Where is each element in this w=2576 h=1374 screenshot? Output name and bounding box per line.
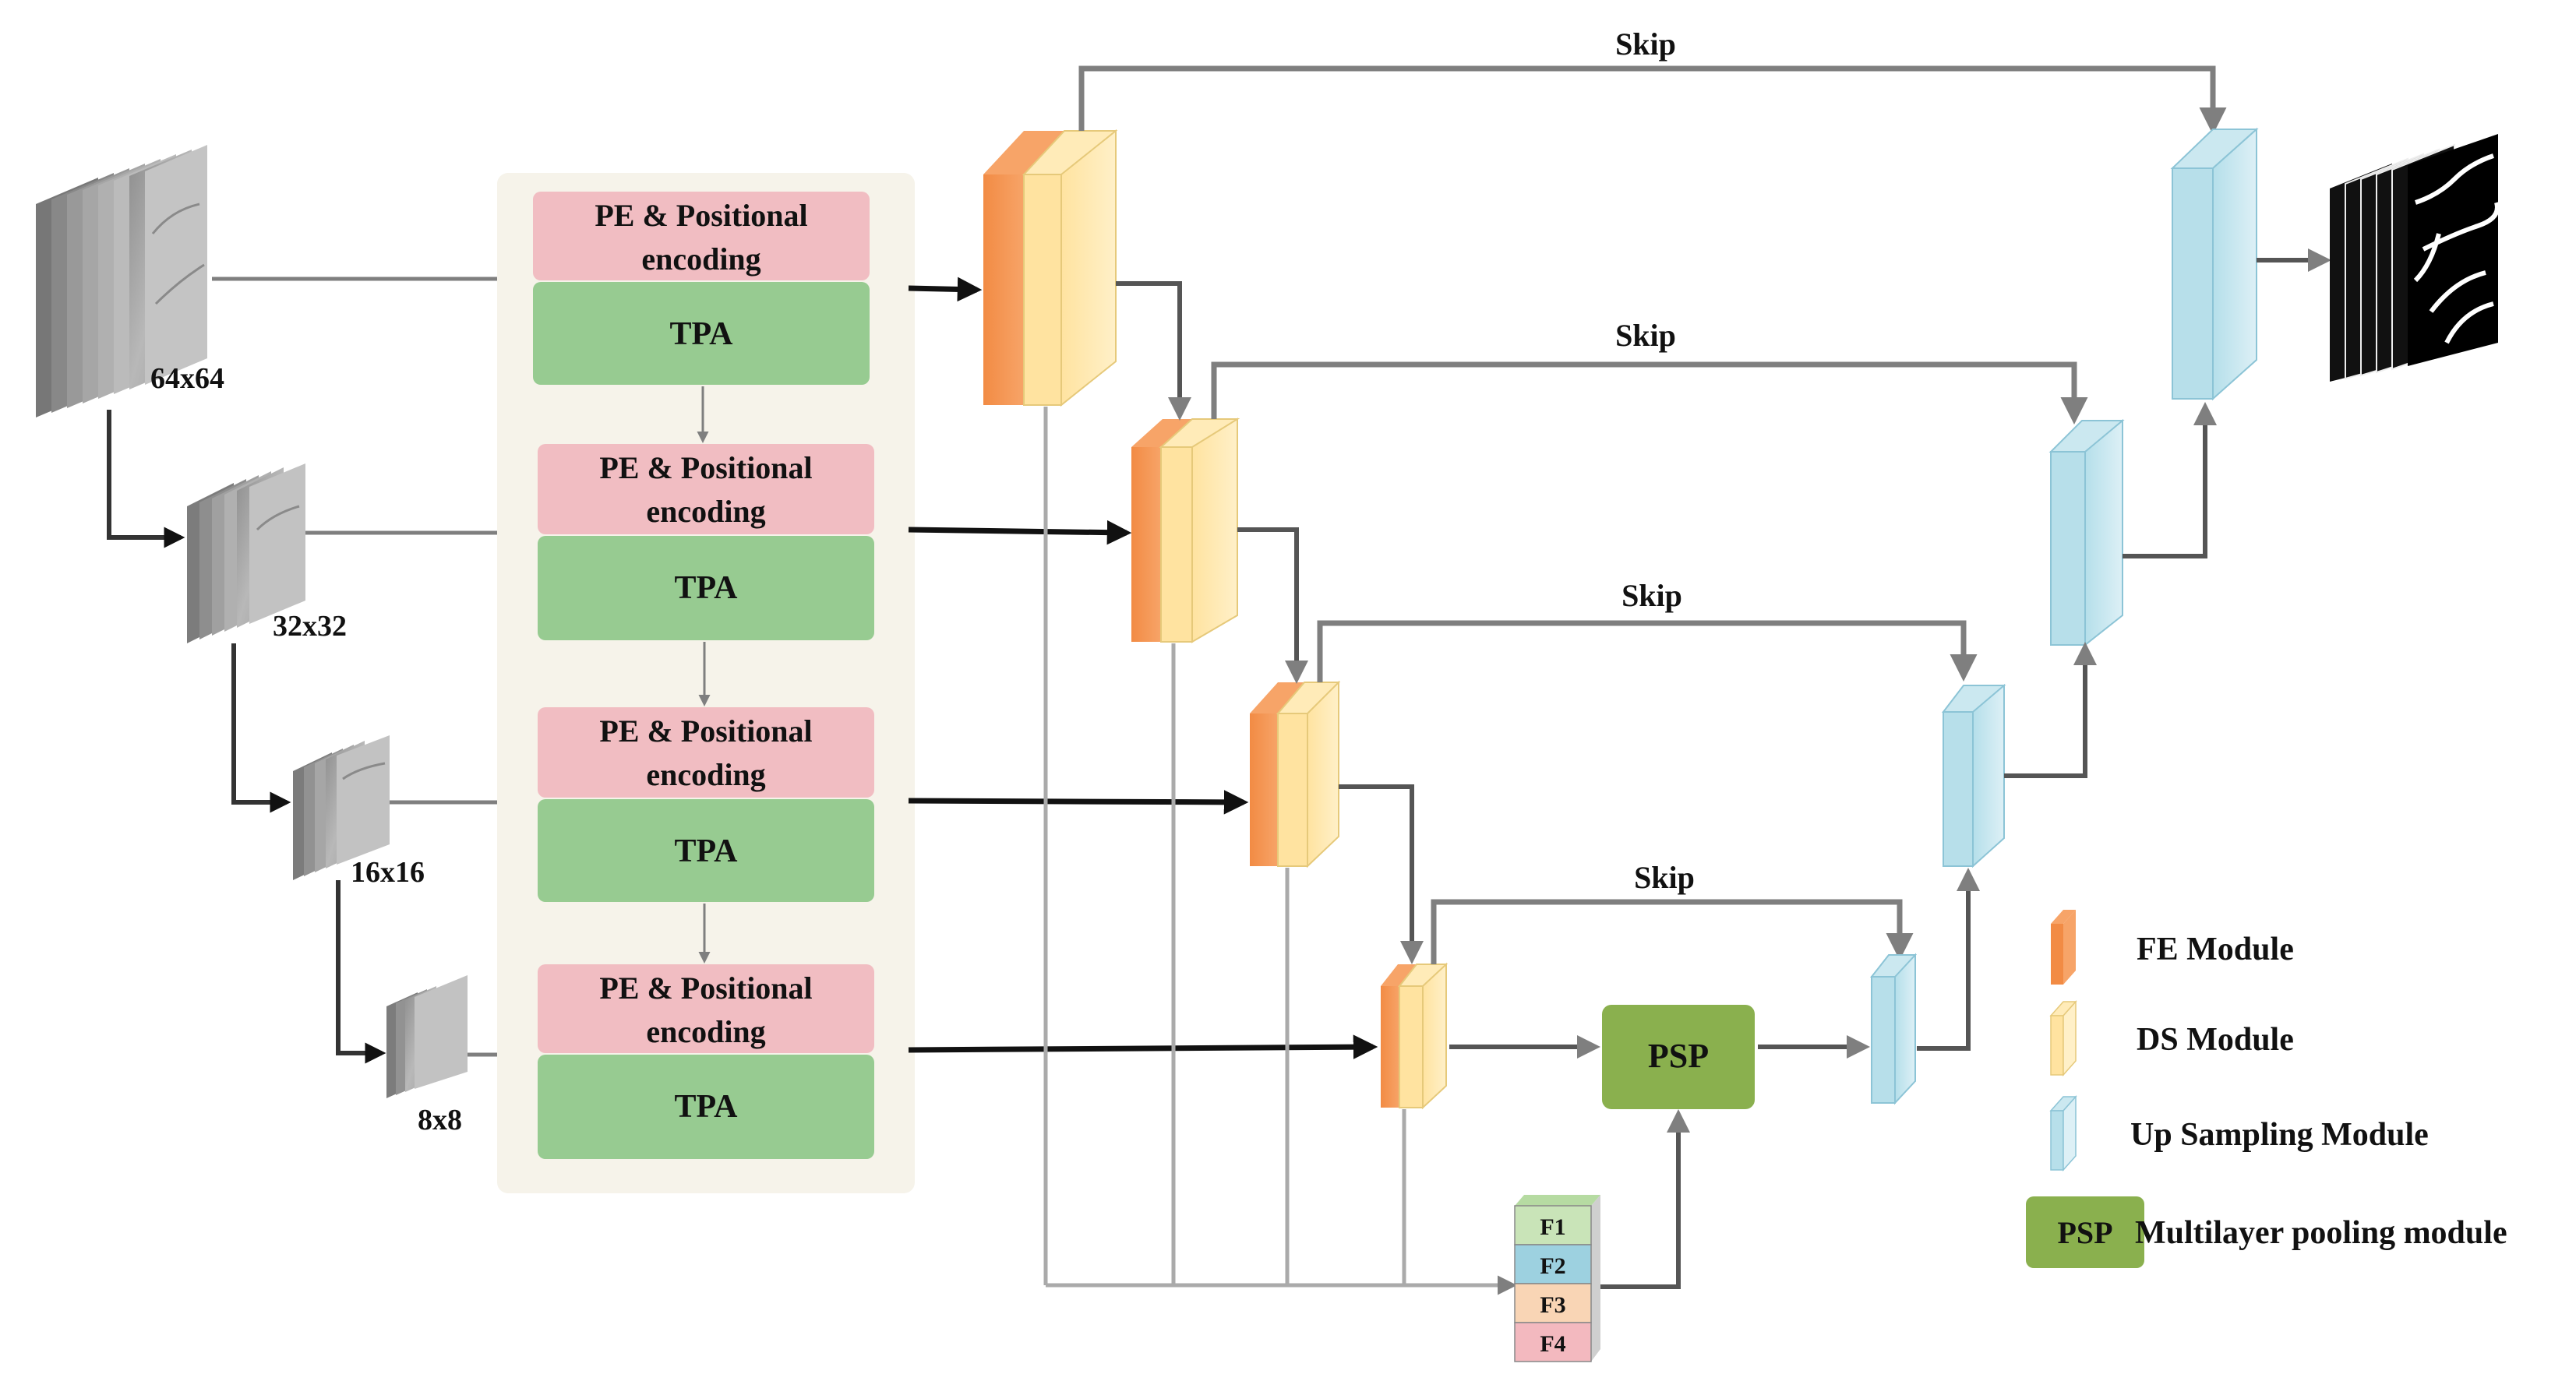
input-size-label-32: 32x32 xyxy=(273,610,347,643)
tpa-label: TPA xyxy=(675,833,739,869)
legend-ds-label: DS Module xyxy=(2137,1022,2294,1058)
psp-box xyxy=(1602,1005,1755,1109)
pe-box xyxy=(538,707,874,798)
tpa-box xyxy=(538,1055,874,1159)
upsampling-block-4 xyxy=(1869,953,1918,1105)
fe-ds-block-4 xyxy=(1381,962,1449,1110)
tpa-box xyxy=(538,799,874,902)
skip-label-1: Skip xyxy=(1615,26,1676,62)
legend-psp: PSP Multilayer pooling module xyxy=(2026,1196,2507,1268)
input-to-encoder-arrows xyxy=(212,269,534,1065)
upsampling-block-1 xyxy=(2170,127,2259,401)
feature-f2-label: F2 xyxy=(1540,1253,1565,1279)
input-size-label-16: 16x16 xyxy=(351,856,425,889)
legend-psp-label: Multilayer pooling module xyxy=(2135,1215,2507,1251)
pe-label-line2: encoding xyxy=(646,494,765,529)
feature-f4 xyxy=(1514,1322,1592,1362)
legend-psp-symbol: PSP xyxy=(2057,1215,2112,1250)
tpa-box xyxy=(538,536,874,640)
skip-label-4: Skip xyxy=(1634,860,1695,895)
input-stack-16 xyxy=(293,735,390,880)
feature-f3-label: F3 xyxy=(1540,1292,1565,1318)
input-downsample-arrows xyxy=(107,410,386,1064)
encoder-block-3: PE & Positional encoding TPA xyxy=(538,707,874,902)
fe-ds-block-3 xyxy=(1250,680,1341,868)
pe-label-line2: encoding xyxy=(641,241,760,277)
legend: FE Module DS Module Up Sampling Module P… xyxy=(2026,910,2507,1268)
pe-label-line1: PE & Positional xyxy=(599,450,812,485)
input-size-label-64: 64x64 xyxy=(150,362,224,395)
input-stack-8 xyxy=(386,975,468,1098)
input-stack-32 xyxy=(187,463,305,643)
upsampling-block-2 xyxy=(2048,418,2125,647)
tpa-label: TPA xyxy=(675,570,739,606)
legend-upsampling: Up Sampling Module xyxy=(2049,1095,2429,1171)
feature-f4-label: F4 xyxy=(1540,1331,1565,1357)
legend-ds: DS Module xyxy=(2049,1000,2294,1076)
pe-label-line1: PE & Positional xyxy=(599,713,812,749)
encoder-inner-arrows xyxy=(697,386,711,964)
tpa-label: TPA xyxy=(670,316,734,352)
feature-collector-lines xyxy=(1043,407,1517,1295)
tpa-label: TPA xyxy=(675,1089,739,1125)
encoder-panel xyxy=(497,173,915,1193)
skip-label-2: Skip xyxy=(1615,318,1676,353)
upsampling-block-3 xyxy=(1941,683,2006,868)
feature-f1-label: F1 xyxy=(1540,1214,1565,1240)
encoder-to-module-arrows xyxy=(908,277,1378,1059)
pe-label-line1: PE & Positional xyxy=(599,971,812,1006)
psp-label: PSP xyxy=(1648,1037,1709,1075)
fe-ds-block-1 xyxy=(983,129,1118,407)
pe-box xyxy=(538,964,874,1053)
pe-label-line1: PE & Positional xyxy=(595,198,807,233)
encoder-block-4: PE & Positional encoding TPA xyxy=(538,964,874,1159)
input-size-label-8: 8x8 xyxy=(418,1104,462,1136)
encoder-block-2: PE & Positional encoding TPA xyxy=(538,444,874,640)
legend-fe: FE Module xyxy=(2051,910,2294,985)
encoder-cascade-arrows xyxy=(1116,281,1424,964)
skip-label-3: Skip xyxy=(1621,578,1682,613)
input-stack-64 xyxy=(36,145,207,417)
pe-label-line2: encoding xyxy=(646,1014,765,1049)
output-segmentation-stack xyxy=(2330,134,2500,382)
pe-box xyxy=(538,444,874,534)
fe-ds-block-2 xyxy=(1131,417,1240,643)
feature-f2 xyxy=(1514,1244,1592,1284)
pe-box xyxy=(533,192,870,280)
encoder-block-1: PE & Positional encoding TPA xyxy=(533,192,870,385)
legend-fe-label: FE Module xyxy=(2137,932,2294,967)
decoder-up-arrows xyxy=(1917,248,2331,1051)
feature-f3 xyxy=(1514,1283,1592,1323)
feature-stack: F1 F2 F3 F4 xyxy=(1514,1195,1600,1362)
psp-flow-arrows xyxy=(1449,1035,1870,1289)
tpa-box xyxy=(533,282,870,385)
legend-upsampling-label: Up Sampling Module xyxy=(2130,1117,2429,1153)
pe-label-line2: encoding xyxy=(646,757,765,792)
skip-connections xyxy=(1078,65,2227,964)
